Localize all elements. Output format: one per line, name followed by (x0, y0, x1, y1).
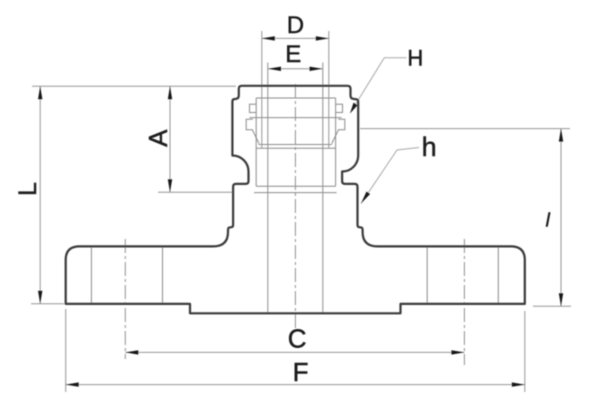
svg-text:h: h (422, 132, 437, 162)
svg-text:A: A (143, 129, 173, 147)
svg-text:L: L (14, 182, 42, 196)
svg-text:l: l (546, 211, 551, 232)
svg-text:C: C (288, 324, 307, 354)
svg-text:F: F (293, 357, 309, 387)
svg-text:D: D (287, 12, 304, 39)
svg-text:H: H (407, 46, 423, 71)
svg-text:E: E (285, 41, 301, 68)
